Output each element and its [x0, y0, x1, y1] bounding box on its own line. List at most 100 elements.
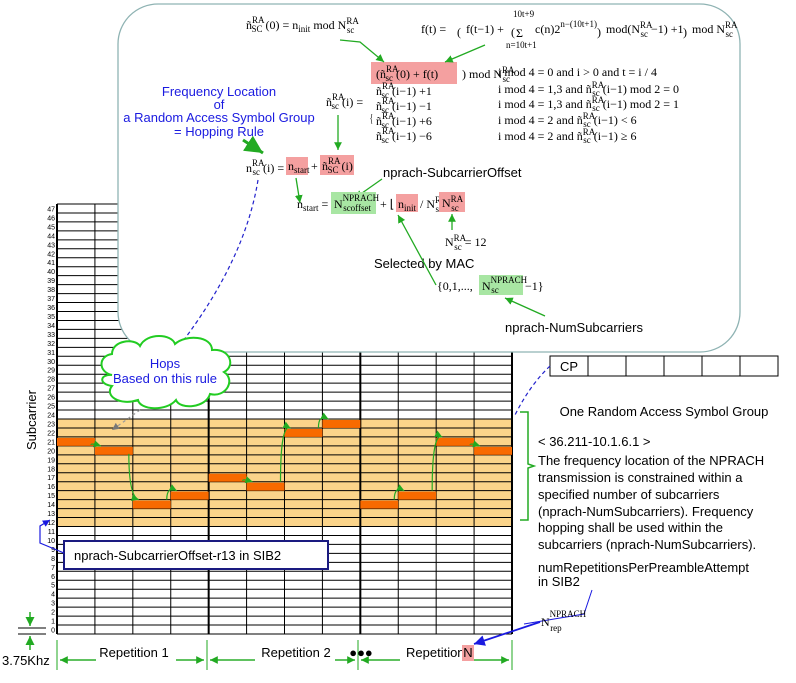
init-arrow: [339, 39, 385, 63]
highlight-pink: [462, 645, 474, 661]
subcarrier-tick: 27: [47, 386, 55, 393]
subcarrier-tick: 14: [47, 502, 55, 509]
highlight-pink: [286, 157, 308, 175]
subcarrier-tick: 16: [47, 484, 55, 491]
callout-title-line: of: [214, 97, 225, 112]
hop-symbol-group: [170, 491, 209, 500]
highlight-pink: [439, 192, 465, 212]
svg-text:{0,1,...,: {0,1,...,: [437, 279, 473, 293]
subcarrier-tick: 23: [47, 421, 55, 428]
callout-title-line: a Random Access Symbol Group: [123, 110, 314, 125]
hop-symbol-group: [246, 482, 285, 491]
subcarrier-tick: 17: [47, 475, 55, 482]
subcarrier-tick: 1: [51, 619, 55, 626]
subcarrier-tick: 25: [47, 404, 55, 411]
svg-text:(: (: [511, 25, 515, 39]
formula-f-t: f(t) = ( f(t−1) + ( 10t+9 Σ n=10t+1 c(n)…: [421, 9, 738, 50]
subcarrier-tick: 21: [47, 439, 55, 446]
hop-symbol-group: [474, 446, 512, 455]
highlight-pink: [396, 194, 418, 212]
rep-label-bg: [400, 645, 462, 661]
subcarrier-tick: 4: [51, 592, 55, 599]
subcarrier-tick: 8: [51, 556, 55, 563]
subcarrier-tick: 46: [47, 215, 55, 222]
highlight-pink: [371, 62, 457, 84]
hop-symbol-group: [360, 500, 399, 509]
hop-arrow: [279, 421, 291, 482]
subcarrier-tick: 10: [47, 538, 55, 545]
nstart-arrow: [294, 177, 303, 204]
svg-text:(: (: [457, 25, 461, 39]
num-rep-line: [523, 589, 593, 625]
svg-text:−1}: −1}: [525, 279, 544, 293]
subcarrier-tick: 38: [47, 287, 55, 294]
subcarrier-tick: 43: [47, 242, 55, 249]
highlight-pink: [320, 155, 354, 175]
subcarrier-tick: 42: [47, 251, 55, 258]
offset-sib2-box: [63, 540, 329, 570]
hop-symbol-group: [322, 420, 361, 428]
spec-note-line: The frequency location of the NPRACH: [538, 453, 764, 468]
hop-symbol-group: [284, 428, 323, 437]
callout-title: Frequency Location of a Random Access Sy…: [123, 84, 314, 139]
subcarrier-offset-label: nprach-SubcarrierOffset: [383, 165, 522, 180]
subcarrier-tick: 0: [51, 628, 55, 635]
subcarrier-tick: 20: [47, 448, 55, 455]
hop-symbol-group: [94, 446, 133, 455]
subcarrier-tick: 7: [51, 565, 55, 572]
rep-label-bg: [255, 645, 335, 661]
subcarrier-tick: 39: [47, 278, 55, 285]
svg-text:): ): [597, 25, 601, 39]
hop-arrow: [241, 476, 253, 484]
svg-text:f(t) =: f(t) =: [421, 22, 446, 36]
hop-symbol-group: [208, 473, 247, 482]
subcarrier-tick: 40: [47, 269, 55, 276]
subcarrier-tick: 18: [47, 466, 55, 473]
subcarrier-tick: 41: [47, 260, 55, 267]
repetition-n-label: Repetition: [406, 645, 465, 660]
callout-title-line: = Hopping Rule: [174, 124, 264, 139]
subcarrier-tick: 47: [47, 206, 55, 213]
offset-sib2-label: nprach-SubcarrierOffset-r13 in SIB2: [74, 548, 281, 563]
hop-symbol-group: [57, 437, 95, 446]
subcarrier-tick: 5: [51, 583, 55, 590]
symbol-group-caption: One Random Access Symbol Group: [560, 404, 769, 419]
hop-symbol-group: [398, 491, 437, 500]
hop-symbol-group: [132, 500, 171, 509]
spec-note-line: specified number of subcarriers: [538, 487, 720, 502]
subcarrier-axis-label: Subcarrier: [24, 389, 39, 450]
svg-text:+ ⌊: + ⌊: [380, 197, 394, 211]
subcarrier-tick: 33: [47, 332, 55, 339]
hop-symbol-group: [436, 437, 475, 446]
hops-cloud: Hops Based on this rule: [100, 335, 232, 410]
spec-note-line: subcarriers (nprach-NumSubcarriers).: [538, 537, 756, 552]
subcarrier-tick: 2: [51, 610, 55, 617]
subcarrier-tick: 12: [47, 520, 55, 527]
svg-text:i mod 4 = 0 and i > 0 and t =: i mod 4 = 0 and i > 0 and t = i / 4: [498, 65, 657, 79]
svg-text:n=10t+1: n=10t+1: [506, 40, 537, 50]
subcarrier-tick: 9: [51, 547, 55, 554]
subcarrier-tick: 22: [47, 430, 55, 437]
symbol-group-dash: [514, 365, 551, 416]
title-arrow: [242, 135, 264, 155]
subcarrier-tick: 6: [51, 574, 55, 581]
spec-note-line: transmission is constrained within a: [538, 470, 743, 485]
hop-arrow: [317, 412, 329, 428]
freq-step-label: 3.75Khz: [2, 653, 50, 668]
subcarrier-tick: 13: [47, 511, 55, 518]
formula-callout-box: [117, 3, 741, 353]
band-brace: [520, 411, 537, 521]
